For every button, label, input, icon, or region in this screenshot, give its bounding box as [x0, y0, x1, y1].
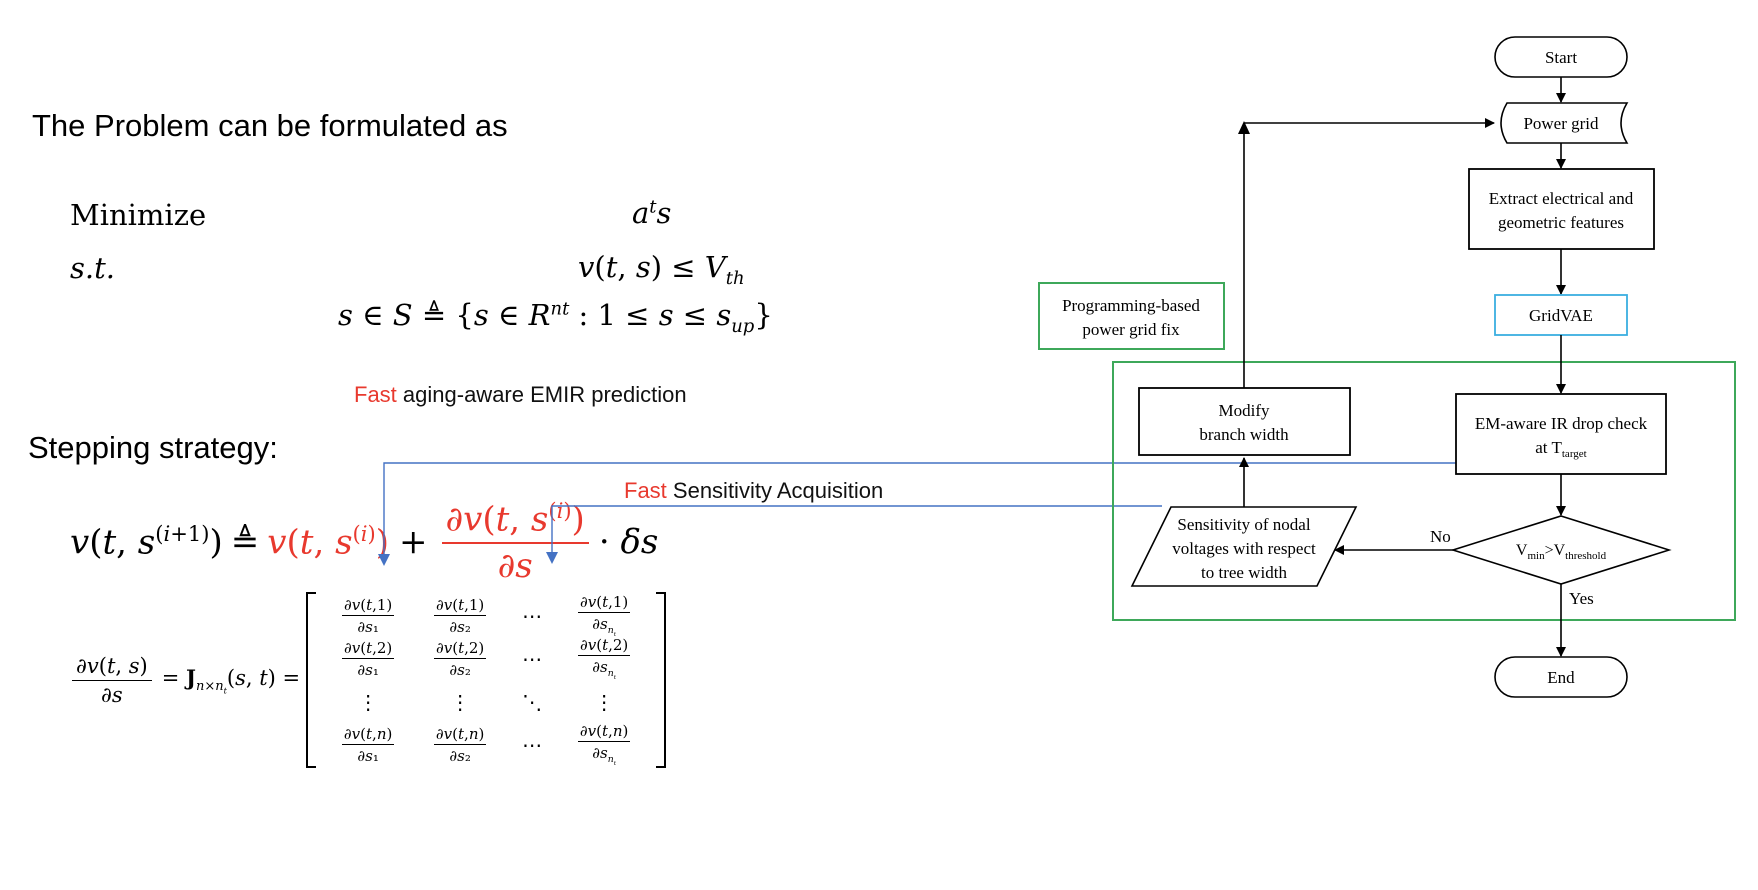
matrix-ellipsis: ⋮: [594, 689, 615, 714]
matrix-entry-num: ∂v(t,2): [577, 636, 631, 657]
matrix-entry-den: ∂snt: [592, 744, 617, 767]
matrix-entry-den: ∂s₂: [449, 660, 471, 679]
matrix-entry-den: ∂snt: [592, 615, 617, 638]
matrix-ellipsis: ⋱: [522, 689, 543, 714]
defeq-symbol: ≜: [230, 522, 260, 562]
legend-line2: power grid fix: [1082, 320, 1180, 339]
matrix-entry-den: ∂s₁: [357, 660, 379, 679]
sensitivity-label-line3: to tree width: [1201, 563, 1287, 582]
matrix-entry-den: ∂s₁: [357, 617, 379, 636]
emir-annotation-text: aging-aware EMIR prediction: [396, 382, 687, 407]
plus-symbol: +: [399, 522, 428, 562]
jacobian-matrix: ∂v(t,1)∂s₁∂v(t,1)∂s₂⋯∂v(t,1)∂snt∂v(t,2)∂…: [306, 592, 667, 768]
extract-features-node: [1468, 168, 1655, 250]
emir-annotation: Fast aging-aware EMIR prediction: [354, 382, 687, 408]
problem-heading: The Problem can be formulated as: [32, 108, 508, 143]
matrix-entry-den: ∂s₂: [449, 617, 471, 636]
sensitivity-node: [1130, 506, 1358, 587]
matrix-ellipsis: ⋮: [358, 689, 379, 714]
yes-label: Yes: [1569, 589, 1594, 608]
matrix-ellipsis: ⋯: [522, 646, 543, 671]
matrix-entry: ∂v(t,2)∂s₁: [341, 638, 395, 679]
modify-label-line2: branch width: [1199, 425, 1289, 444]
matrix-entry-num: ∂v(t,n): [577, 722, 631, 743]
sensitivity-link-arrow: [546, 505, 1162, 564]
matrix-entry: ∂v(t,1)∂snt: [577, 593, 631, 638]
stepping-lhs: v(t, s(i+1)): [70, 521, 223, 563]
stepping-tail: · δs: [598, 522, 659, 562]
end-node: [1494, 656, 1628, 698]
end-label: End: [1547, 668, 1575, 687]
modify-label-line1: Modify: [1219, 401, 1271, 420]
matrix-entry-num: ∂v(t,1): [433, 595, 487, 616]
matrix-entry-den: ∂snt: [592, 658, 617, 681]
sensitivity-annotation-highlight: Fast: [624, 478, 667, 503]
gridvae-node: [1494, 294, 1628, 336]
no-label: No: [1430, 527, 1451, 546]
emir-annotation-highlight: Fast: [354, 382, 397, 407]
matrix-entry-num: ∂v(t,1): [577, 593, 631, 614]
start-label: Start: [1545, 48, 1577, 67]
matrix-entry: ∂v(t,1)∂s₂: [433, 595, 487, 636]
extract-label-line1: Extract electrical and: [1489, 189, 1634, 208]
matrix-entry: ∂v(t,2)∂snt: [577, 636, 631, 681]
subject-to-label: s.t.: [70, 251, 115, 285]
matrix-entry-den: ∂s₂: [449, 746, 471, 765]
matrix-grid: ∂v(t,1)∂s₁∂v(t,1)∂s₂⋯∂v(t,1)∂snt∂v(t,2)∂…: [316, 593, 656, 767]
em-ir-check-node: [1455, 393, 1667, 475]
power-grid-node: [1500, 102, 1629, 144]
loop-up-arrowhead: [1238, 121, 1250, 134]
em-check-label-line2: at Ttarget: [1535, 438, 1586, 460]
legend-line1: Programming-based: [1062, 296, 1200, 315]
matrix-entry-den: ∂s₁: [357, 746, 379, 765]
matrix-ellipsis: ⋯: [522, 732, 543, 757]
power-grid-label: Power grid: [1523, 114, 1599, 133]
jacobian-equation: ∂v(t, s) ∂s = Jn×nt(s, t) = ∂v(t,1)∂s₁∂v…: [68, 592, 667, 768]
constraint-domain: s ∈ S ≜ {s ∈ Rnt : 1 ≤ s ≤ sup}: [338, 298, 773, 337]
constraint-voltage: v(t, s) ≤ Vth: [578, 250, 745, 289]
matrix-entry: ∂v(t,1)∂s₁: [341, 595, 395, 636]
matrix-entry-num: ∂v(t,2): [341, 638, 395, 659]
stepping-derivative-den: ∂s: [497, 545, 533, 586]
stepping-term1: v(t, s(i)): [267, 521, 389, 563]
matrix-entry: ∂v(t,n)∂s₁: [341, 724, 395, 765]
stepping-equation: v(t, s(i+1)) ≜ v(t, s(i)) + ∂v(t, s(i)) …: [70, 498, 659, 585]
sensitivity-annotation: Fast Sensitivity Acquisition: [624, 478, 883, 504]
jacobian-definition: = Jn×nt(s, t) =: [161, 664, 301, 696]
matrix-entry-num: ∂v(t,1): [341, 595, 395, 616]
matrix-right-bracket: [656, 592, 667, 768]
emir-link-arrow: [378, 462, 1470, 566]
matrix-entry: ∂v(t,n)∂s₂: [433, 724, 487, 765]
matrix-ellipsis: ⋯: [522, 603, 543, 628]
sensitivity-annotation-text: Sensitivity Acquisition: [666, 478, 884, 503]
sensitivity-label-line2: voltages with respect: [1172, 539, 1316, 558]
stepping-heading: Stepping strategy:: [28, 430, 278, 465]
matrix-entry-num: ∂v(t,n): [433, 724, 487, 745]
minimize-label: Minimize: [70, 198, 207, 232]
extract-label-line2: geometric features: [1498, 213, 1624, 232]
matrix-entry-num: ∂v(t,n): [341, 724, 395, 745]
matrix-left-bracket: [306, 592, 317, 768]
objective-expression: ats: [632, 196, 672, 230]
legend-box: [1038, 282, 1225, 350]
sensitivity-label-line1: Sensitivity of nodal: [1177, 515, 1310, 534]
modify-width-node: [1138, 387, 1351, 456]
fix-region-frame: [1112, 361, 1736, 621]
matrix-entry-num: ∂v(t,2): [433, 638, 487, 659]
jacobian-lhs: ∂v(t, s) ∂s: [72, 654, 152, 707]
em-check-label-line1: EM-aware IR drop check: [1475, 414, 1648, 433]
matrix-ellipsis: ⋮: [450, 689, 471, 714]
matrix-entry: ∂v(t,2)∂s₂: [433, 638, 487, 679]
gridvae-label: GridVAE: [1529, 306, 1593, 325]
matrix-entry: ∂v(t,n)∂snt: [577, 722, 631, 767]
decision-label: Vmin>Vthreshold: [1516, 542, 1607, 562]
